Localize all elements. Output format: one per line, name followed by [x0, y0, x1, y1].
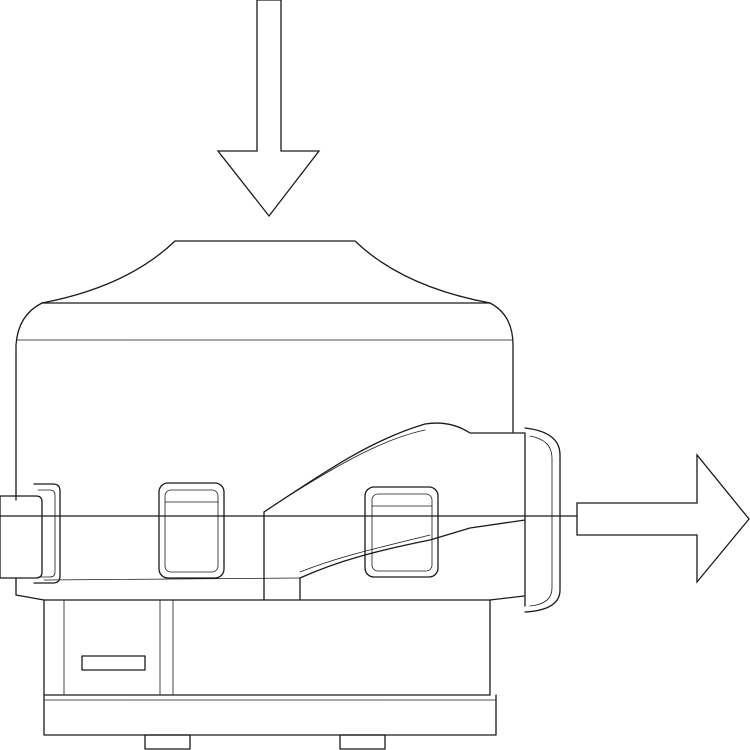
label-slot: [81, 655, 146, 671]
outlet-spout: [263, 422, 561, 613]
outlet-arrow: [576, 453, 750, 584]
device-body: [0, 240, 578, 750]
main-housing: [0, 302, 578, 601]
latch-clip-middle: [158, 482, 225, 579]
base: [43, 599, 497, 750]
dome-cap: [41, 240, 491, 304]
latch-clip-right: [364, 486, 439, 578]
foot-right: [339, 734, 386, 750]
latch-clip-left: [0, 483, 61, 584]
inlet-arrow: [216, 0, 321, 218]
foot-left: [144, 734, 191, 750]
